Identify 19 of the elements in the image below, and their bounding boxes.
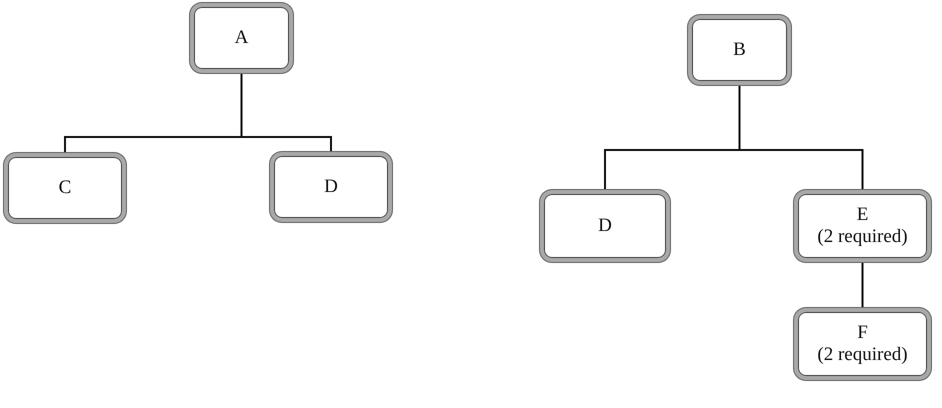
node-label: F [857, 322, 868, 344]
connector-line [738, 85, 864, 190]
node-label: C [58, 177, 72, 199]
node-box [794, 190, 931, 262]
node-label: E [856, 204, 868, 226]
node-box [794, 308, 931, 380]
node-label: D [324, 176, 338, 198]
node-box [270, 152, 392, 222]
node-label: B [733, 39, 746, 61]
node-label: D [598, 215, 612, 237]
node-box [540, 190, 670, 262]
node-note: (2 required) [817, 344, 908, 366]
connector-line [240, 73, 332, 152]
node-note: (2 required) [817, 226, 908, 248]
node-label: A [234, 27, 248, 49]
node-box [190, 3, 293, 73]
node-box [688, 15, 791, 85]
connector-line [862, 262, 864, 308]
node-box [4, 153, 126, 223]
